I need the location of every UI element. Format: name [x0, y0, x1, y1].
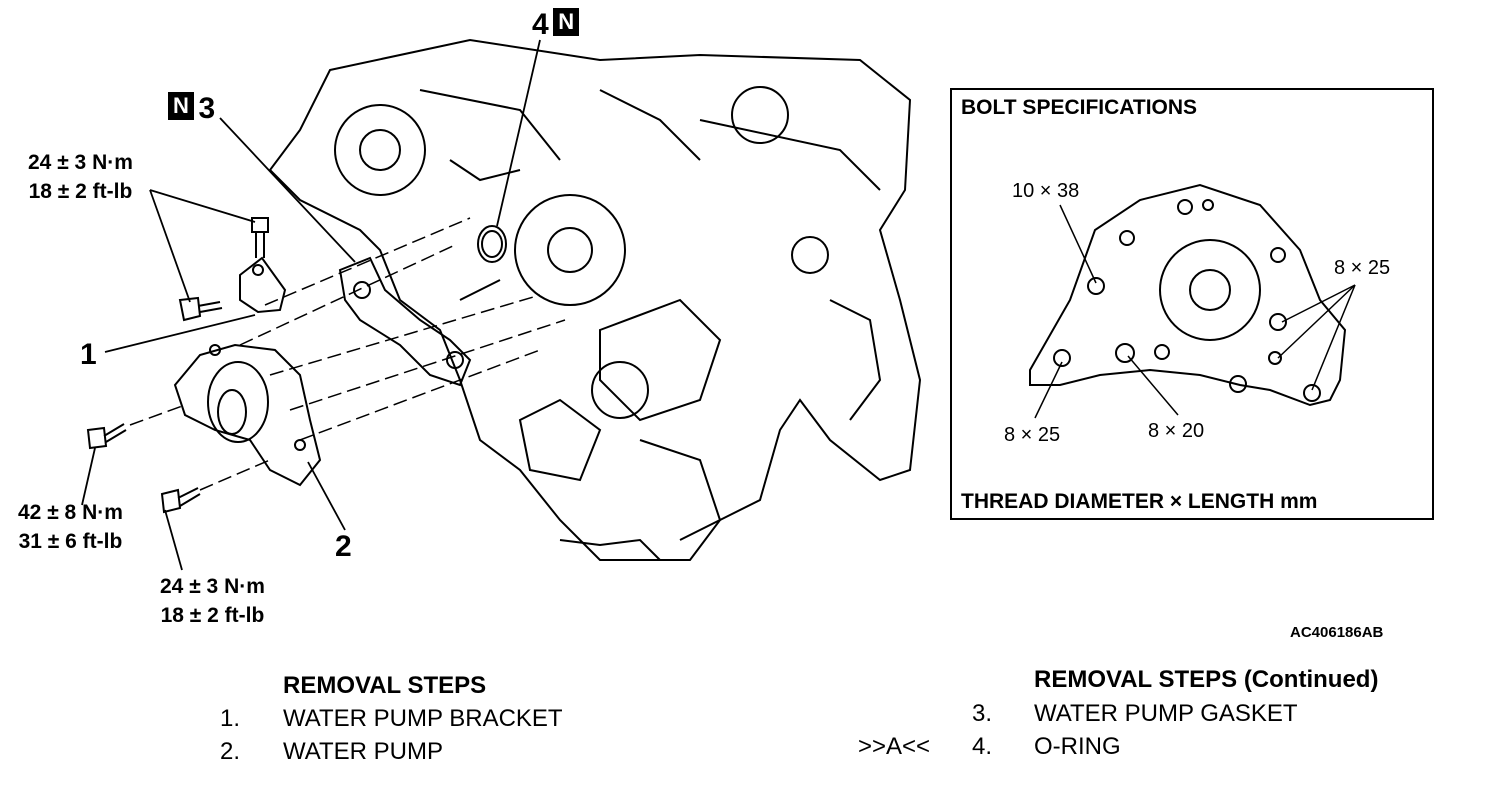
callout-2: 2 — [335, 530, 352, 563]
pump-large-bolt-torque: 42 ± 8 N·m 31 ± 6 ft-lb — [18, 498, 123, 556]
step-1-number: 1. — [220, 705, 241, 732]
bracket-shape — [239, 256, 287, 314]
engine-block — [268, 38, 922, 561]
spec-label-8x25-left: 8 × 25 — [1004, 424, 1061, 446]
pump-small-bolt-torque: 24 ± 3 N·m 18 ± 2 ft-lb — [160, 572, 265, 630]
bolt-specifications-title: BOLT SPECIFICATIONS — [961, 96, 1198, 119]
step-4-procedure-marker: >>A<< — [858, 733, 931, 760]
step-2-text: WATER PUMP — [283, 738, 443, 765]
step-4-text: O-RING — [1034, 733, 1121, 760]
step-1-text: WATER PUMP BRACKET — [283, 705, 563, 732]
callout-3-group: N 3 — [168, 92, 215, 126]
bolt-specifications-footer: THREAD DIAMETER × LENGTH mm — [961, 490, 1318, 513]
pump-small-bolt-torque-ftlb: 18 ± 2 ft-lb — [160, 604, 265, 627]
spec-label-8x20: 8 × 20 — [1148, 420, 1205, 442]
pump-large-bolt-torque-nm: 42 ± 8 N·m — [18, 501, 123, 524]
bolt-specifications-box: BOLT SPECIFICATIONS 10 × 38 8 × 25 8 × 2… — [950, 88, 1434, 520]
step-3-number: 3. — [972, 700, 993, 727]
pump-large-bolt-torque-ftlb: 31 ± 6 ft-lb — [18, 530, 123, 553]
step-3-text: WATER PUMP GASKET — [1034, 700, 1298, 727]
removal-steps-heading: REMOVAL STEPS — [283, 672, 487, 699]
pump-bolt-lower — [160, 487, 201, 514]
callout-4-group: 4 N — [532, 8, 580, 42]
o-ring-shape — [477, 225, 507, 263]
step-4-number: 4. — [972, 733, 993, 760]
callout-3: 3 — [198, 92, 216, 125]
spec-pump-drawing — [1029, 183, 1347, 407]
step-2-number: 2. — [220, 738, 241, 765]
spec-label-8x25-right: 8 × 25 — [1334, 257, 1391, 279]
new-part-badge: N — [168, 92, 194, 121]
figure-code: AC406186AB — [1290, 624, 1384, 641]
spec-label-10x38: 10 × 38 — [1012, 180, 1080, 202]
pump-bolt-upper — [86, 423, 127, 450]
callout-1: 1 — [80, 338, 97, 371]
bracket-bolt-torque: 24 ± 3 N·m 18 ± 2 ft-lb — [28, 148, 133, 206]
bracket-side-bolt — [178, 296, 223, 322]
gasket-shape — [338, 256, 472, 387]
bracket-top-bolt — [251, 217, 269, 258]
callout-4: 4 — [532, 8, 549, 41]
new-part-badge: N — [553, 8, 580, 37]
pump-small-bolt-torque-nm: 24 ± 3 N·m — [160, 575, 265, 598]
removal-steps-continued-heading: REMOVAL STEPS (Continued) — [1034, 666, 1379, 693]
bracket-bolt-torque-ftlb: 18 ± 2 ft-lb — [28, 180, 133, 203]
bracket-bolt-torque-nm: 24 ± 3 N·m — [28, 151, 133, 174]
